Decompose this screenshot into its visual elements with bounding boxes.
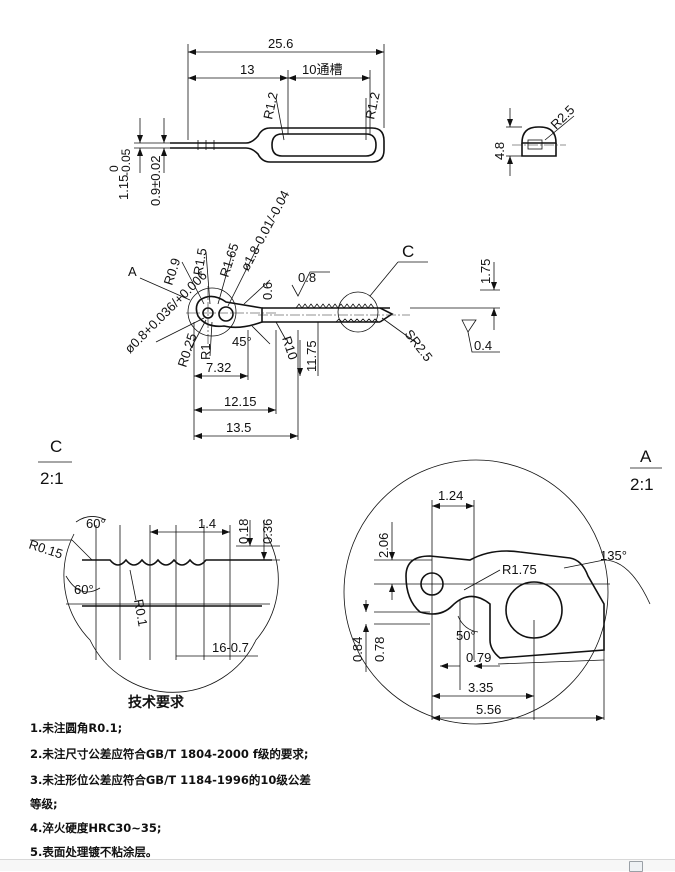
detail-a-view: A 2:1 1.24 2.06 R1.75 135° 50° 0.84 bbox=[343, 447, 662, 725]
dim-angle60-bottom: 60° bbox=[74, 582, 94, 597]
dim-r10: R10 bbox=[279, 334, 301, 361]
dim-l135: 13.5 bbox=[226, 420, 251, 435]
detail-a-scale: 2:1 bbox=[630, 475, 654, 494]
note-item: 等级; bbox=[30, 797, 58, 811]
detail-a-title: A bbox=[640, 447, 652, 466]
dim-end-height: 4.8 bbox=[492, 142, 507, 160]
dim-r06: 0.6 bbox=[260, 282, 275, 300]
window-icon[interactable] bbox=[629, 861, 643, 872]
status-bar bbox=[0, 859, 675, 872]
dim-top-175: 1.75 bbox=[478, 259, 493, 284]
dim-thickness: 1.15 bbox=[116, 175, 131, 200]
detail-c-title: C bbox=[50, 437, 62, 456]
dim-h206: 2.06 bbox=[376, 533, 391, 558]
dim-slot-radius-right: R1.2 bbox=[362, 91, 382, 121]
roughness-right: 0.4 bbox=[474, 338, 492, 353]
dim-end-radius: R2.5 bbox=[548, 102, 578, 132]
dim-thickness-tol-lower: -0.05 bbox=[119, 148, 133, 176]
dim-h084: 0.84 bbox=[350, 637, 365, 662]
dim-pitch: 1.4 bbox=[198, 516, 216, 531]
dim-r15: R1.5 bbox=[190, 247, 210, 277]
dim-r09: R0.9 bbox=[161, 256, 184, 287]
dim-angle45: 45° bbox=[232, 334, 252, 349]
note-item: 4.淬火硬度HRC30~35; bbox=[30, 821, 162, 835]
dim-teeth-count: 16-0.7 bbox=[212, 640, 249, 655]
detail-c-scale: 2:1 bbox=[40, 469, 64, 488]
dim-dia18: ø1.8-0.01/-0.04 bbox=[237, 188, 292, 274]
note-item: 3.未注形位公差应符合GB/T 1184-1996的10级公差 bbox=[30, 773, 311, 787]
dim-slot-offset: 13 bbox=[240, 62, 254, 77]
dim-r175: R1.75 bbox=[502, 562, 537, 577]
detail-c-view: C 2:1 R0.15 60° 60° 1.4 0.18 0.36 R0.1 1… bbox=[27, 437, 280, 693]
dim-w079: 0.79 bbox=[466, 650, 491, 665]
dim-r025: R0.25 bbox=[175, 331, 200, 369]
dim-angle50: 50° bbox=[456, 628, 476, 643]
detail-a-callout-circle bbox=[187, 287, 237, 337]
note-item: 1.未注圆角R0.1; bbox=[30, 721, 123, 735]
label-detail-c: C bbox=[402, 242, 414, 261]
dim-r165: R1.65 bbox=[217, 241, 242, 279]
dim-thickness-tol-upper: 0 bbox=[107, 165, 121, 172]
detail-c-callout-circle bbox=[337, 291, 379, 333]
slot-outline bbox=[271, 133, 377, 157]
dim-depth018: 0.18 bbox=[236, 519, 251, 544]
dim-angle60-top: 60° bbox=[86, 516, 106, 531]
detail-a-boundary-circle bbox=[343, 459, 609, 725]
dim-h078: 0.78 bbox=[372, 637, 387, 662]
dim-overall-length: 25.6 bbox=[268, 36, 293, 51]
notes-title: 技术要求 bbox=[128, 695, 184, 711]
dim-slot-radius-left: R1.2 bbox=[260, 91, 280, 121]
roughness-top: 0.8 bbox=[298, 270, 316, 285]
dim-depth036: 0.36 bbox=[260, 519, 275, 544]
note-item: 5.表面处理镀不粘涂层。 bbox=[30, 845, 158, 859]
dim-w335: 3.35 bbox=[468, 680, 493, 695]
dim-w556: 5.56 bbox=[476, 702, 501, 717]
dim-angle135: 135° bbox=[600, 548, 627, 563]
dim-l1215: 12.15 bbox=[224, 394, 257, 409]
part-outline-top bbox=[170, 127, 385, 163]
end-view: 4.8 R2.5 bbox=[492, 102, 578, 176]
dim-sr25: SR2.5 bbox=[402, 327, 436, 365]
front-view: A C 0.8 0.4 1.75 SR2.5 bbox=[122, 188, 500, 440]
dim-slot-length: 10通槽 bbox=[302, 62, 342, 77]
dim-l732: 7.32 bbox=[206, 360, 231, 375]
dim-w124: 1.24 bbox=[438, 488, 463, 503]
label-detail-a: A bbox=[128, 264, 137, 279]
note-item: 2.未注尺寸公差应符合GB/T 1804-2000 f级的要求; bbox=[30, 747, 309, 761]
dim-wire-dia: 0.9±0.02 bbox=[148, 155, 163, 206]
top-view: 25.6 13 10通槽 R1.2 R1.2 1.15 0 -0.05 0.9±… bbox=[107, 36, 385, 206]
dim-h1175: 11.75 bbox=[304, 340, 319, 372]
dim-r1: R1 bbox=[198, 343, 213, 360]
dim-r01: R0.1 bbox=[131, 598, 151, 628]
